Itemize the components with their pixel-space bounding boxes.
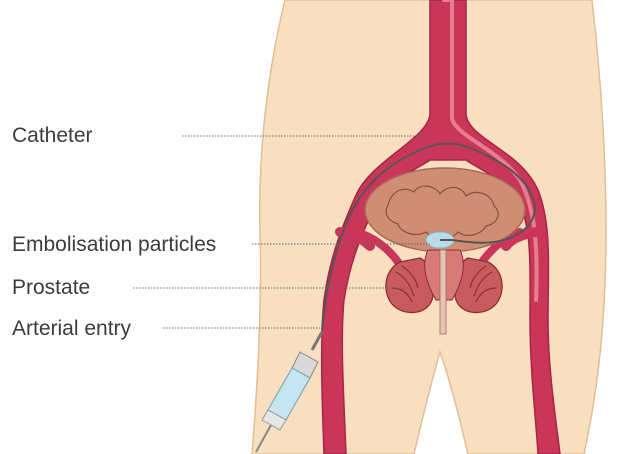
embolisation-particles-label: Embolisation particles: [12, 234, 216, 255]
prostate-label: Prostate: [12, 277, 90, 298]
catheter-label: Catheter: [12, 125, 93, 146]
arterial-entry-label: Arterial entry: [12, 318, 131, 339]
